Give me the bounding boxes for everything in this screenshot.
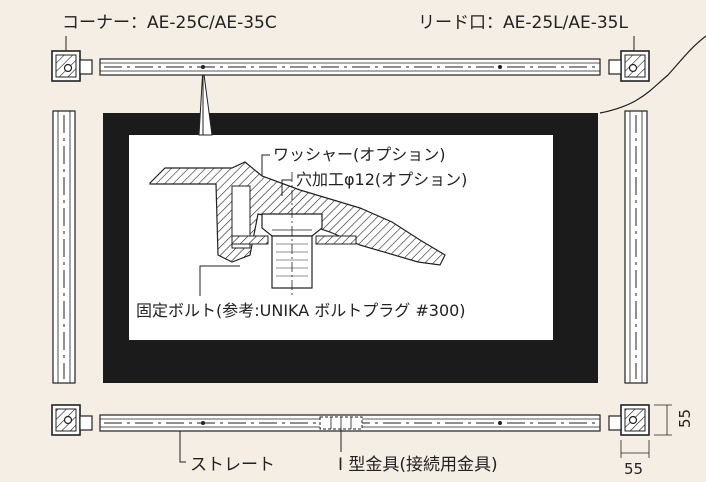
lead-outlet-label: リード口：AE-25L/AE-35L bbox=[418, 13, 628, 33]
dimension-lines bbox=[620, 404, 672, 458]
callout-pointer bbox=[198, 66, 213, 136]
dimension-height-label: 55 bbox=[676, 409, 694, 428]
joint-fitting-label: I 型金具(接続用金具) bbox=[338, 455, 498, 475]
corner-piece-bottom-right bbox=[608, 404, 650, 436]
mat-cut-line bbox=[599, 35, 706, 114]
corner-piece-bottom-left bbox=[51, 404, 93, 436]
anchor-bolt-label: 固定ボルト(参考:UNIKA ボルトプラグ #300) bbox=[136, 301, 466, 320]
straight-label: ストレート bbox=[190, 455, 275, 475]
left-straight-rail bbox=[52, 110, 76, 384]
drilling-label: 穴加工φ12(オプション) bbox=[296, 170, 467, 189]
washer-label: ワッシャー(オプション) bbox=[273, 145, 446, 164]
corner-piece-top-left bbox=[51, 50, 93, 82]
corner-label: コーナー：AE-25C/AE-35C bbox=[62, 13, 277, 33]
dimension-width-label: 55 bbox=[624, 460, 643, 478]
washer bbox=[231, 235, 357, 245]
cross-section-detail bbox=[149, 154, 446, 296]
corner-piece-top-right bbox=[608, 50, 650, 82]
right-straight-rail bbox=[624, 110, 648, 384]
bottom-straight-rail bbox=[99, 414, 601, 432]
top-straight-rail bbox=[99, 58, 601, 76]
